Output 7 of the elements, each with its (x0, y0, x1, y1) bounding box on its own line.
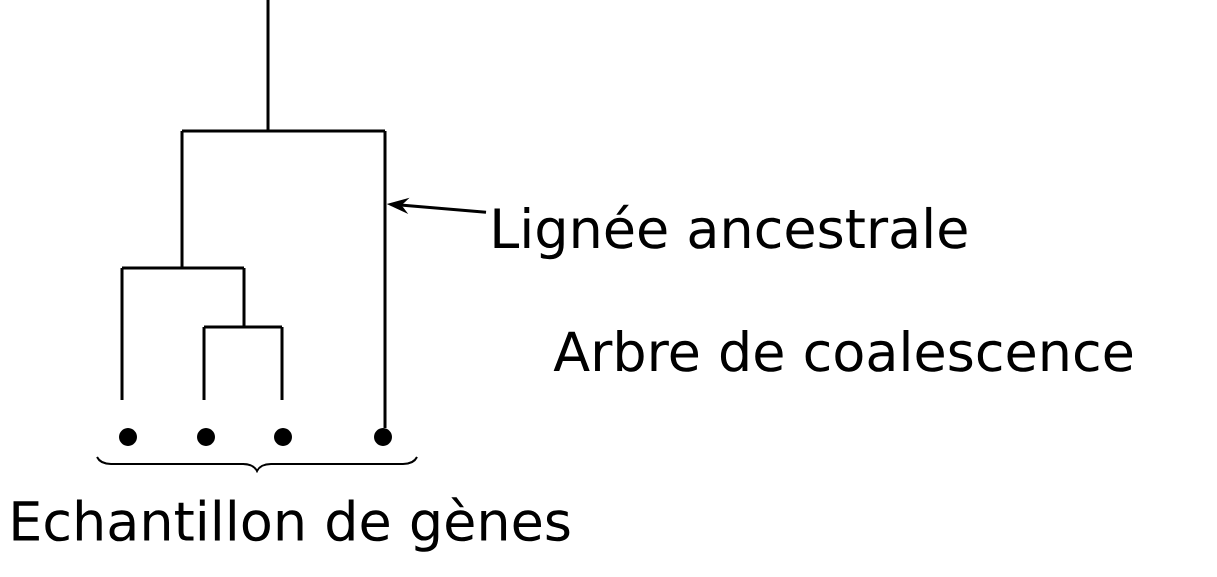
sample-dot (274, 428, 292, 446)
tree-caption: Arbre de coalescence (553, 330, 1132, 372)
sample-dot (374, 428, 392, 446)
sample-dot (197, 428, 215, 446)
sample-dot (119, 428, 137, 446)
leader-text: Lignée ancestrale (494, 204, 967, 260)
brace-label: Echantillon de gènes (13, 497, 570, 552)
